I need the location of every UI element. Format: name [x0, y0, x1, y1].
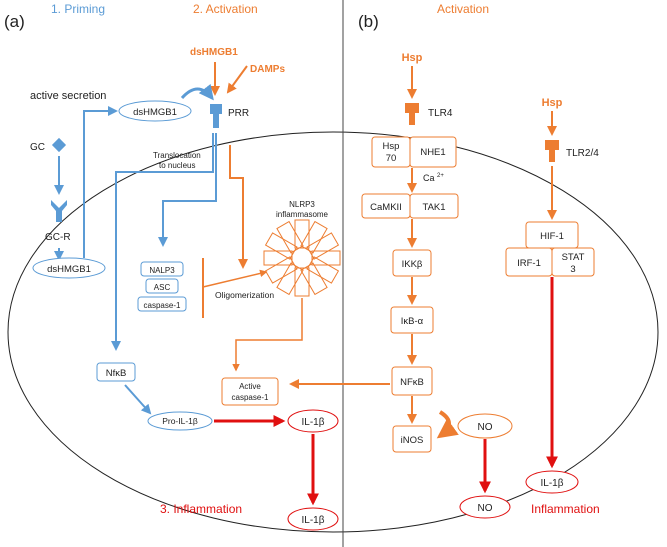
nfkb-b-box	[391, 366, 433, 396]
prr-label: PRR	[228, 108, 249, 119]
no-outer-node	[459, 495, 511, 519]
secretion-path-arrow	[83, 106, 118, 258]
active-caspase-box	[221, 377, 279, 406]
gc-diamond-icon	[51, 137, 67, 153]
nfkb-b-label: NFκB	[400, 377, 424, 388]
caspase-label: caspase-1	[144, 301, 181, 310]
asc-box	[145, 278, 179, 294]
inflammation-heading-a: 3. Inflammation	[160, 502, 242, 516]
dshmgb1-inner-label: dsHMGB1	[47, 264, 91, 275]
il1b-b-label: IL-1β	[541, 478, 564, 489]
asc-label: ASC	[154, 283, 171, 292]
nhe1-label: NHE1	[420, 147, 445, 158]
ca-superscript: 2+	[437, 173, 444, 179]
hsp-left-label: Hsp	[402, 52, 423, 64]
pro-il1b-label: Pro-IL-1β	[162, 416, 198, 426]
il1b-inner-node	[287, 409, 339, 433]
dshmgb1-secreted-node	[118, 100, 192, 122]
oligomerization-label: Oligomerization	[215, 290, 274, 300]
stat3-line1: STAT	[562, 252, 585, 263]
inflammation-heading-b: Inflammation	[531, 502, 600, 516]
gc-r-label: GC-R	[45, 232, 71, 243]
inflammasome-line2: inflammasome	[276, 210, 329, 219]
prr-to-nlrp3-arrow	[158, 133, 217, 247]
irf1-label: IRF-1	[517, 258, 541, 269]
activation-heading-a: 2. Activation	[193, 2, 258, 16]
dshmgb1-secreted-label: dsHMGB1	[133, 107, 177, 118]
damps-label: DAMPs	[250, 64, 285, 75]
cell-membrane	[7, 131, 659, 533]
nalp3-label: NALP3	[149, 266, 175, 275]
inos-box	[392, 425, 432, 453]
dshmgb1-top-label: dsHMGB1	[190, 47, 238, 58]
inflammasome-ring-icon	[263, 219, 341, 297]
nfkb-a-box	[96, 362, 136, 382]
no-inner-node	[457, 413, 513, 439]
inflammasome-line1: NLRP3	[289, 200, 315, 209]
nfkb-to-pro-il1b-arrow	[124, 384, 152, 415]
damps-arrow	[226, 65, 248, 94]
active-secretion-label: active secretion	[30, 90, 106, 102]
translocation-line2: to nucleus	[159, 161, 195, 170]
tlr4-receptor-icon	[405, 103, 419, 125]
il1b-b-node	[525, 470, 579, 494]
panel-b-label: (b)	[358, 12, 379, 31]
hif1-box	[525, 221, 579, 249]
prr-to-nfkb-arrow	[111, 133, 214, 351]
no-inner-label: NO	[478, 422, 493, 433]
tak1-box	[409, 193, 459, 219]
il1b-outer-label: IL-1β	[302, 515, 325, 526]
tlr24-receptor-icon	[545, 140, 559, 162]
nalp3-box	[140, 261, 184, 277]
hsp-right-label: Hsp	[542, 97, 563, 109]
panel-a-label: (a)	[4, 12, 25, 31]
caspase-box	[137, 296, 187, 312]
inflammasome-to-caspase-arrow	[232, 298, 303, 372]
dshmgb1-inner-node	[32, 257, 106, 279]
stat3-box	[551, 247, 595, 277]
nfkb-a-label: NfκB	[106, 368, 127, 379]
inos-to-no-arrow	[436, 410, 459, 439]
pro-il1b-node	[147, 411, 213, 431]
activation-heading-b: Activation	[437, 2, 489, 16]
prr-to-inflammasome-arrow	[229, 145, 248, 269]
dshmgb1-to-prr-arrow	[180, 83, 214, 101]
gc-label: GC	[30, 142, 45, 153]
il1b-outer-node	[287, 507, 339, 531]
camkii-label: CaMKII	[370, 202, 402, 213]
stat3-line2: 3	[570, 264, 575, 275]
hsp70-line1: Hsp	[383, 141, 400, 152]
nhe1-box	[409, 136, 457, 168]
il1b-inner-label: IL-1β	[302, 417, 325, 428]
oligomerization-arrow	[202, 269, 268, 288]
gc-r-receptor-icon	[51, 200, 67, 222]
active-caspase-line1: Active	[239, 382, 261, 391]
translocation-line1: Translocation	[153, 151, 201, 160]
ikkb-label: IKKβ	[402, 259, 423, 270]
ca-label: Ca	[423, 173, 435, 183]
hsp70-line2: 70	[386, 153, 397, 164]
priming-heading: 1. Priming	[51, 2, 105, 16]
no-outer-label: NO	[478, 503, 493, 514]
active-caspase-line2: caspase-1	[232, 393, 269, 402]
hif1-label: HIF-1	[540, 231, 564, 242]
ikba-box	[390, 306, 434, 334]
ikba-label: IκB-α	[401, 316, 424, 327]
tak1-label: TAK1	[422, 202, 445, 213]
tlr4-label: TLR4	[428, 108, 453, 119]
prr-receptor-icon	[210, 104, 222, 128]
ikkb-box	[392, 249, 432, 277]
tlr24-label: TLR2/4	[566, 148, 599, 159]
inos-label: iNOS	[401, 435, 424, 446]
